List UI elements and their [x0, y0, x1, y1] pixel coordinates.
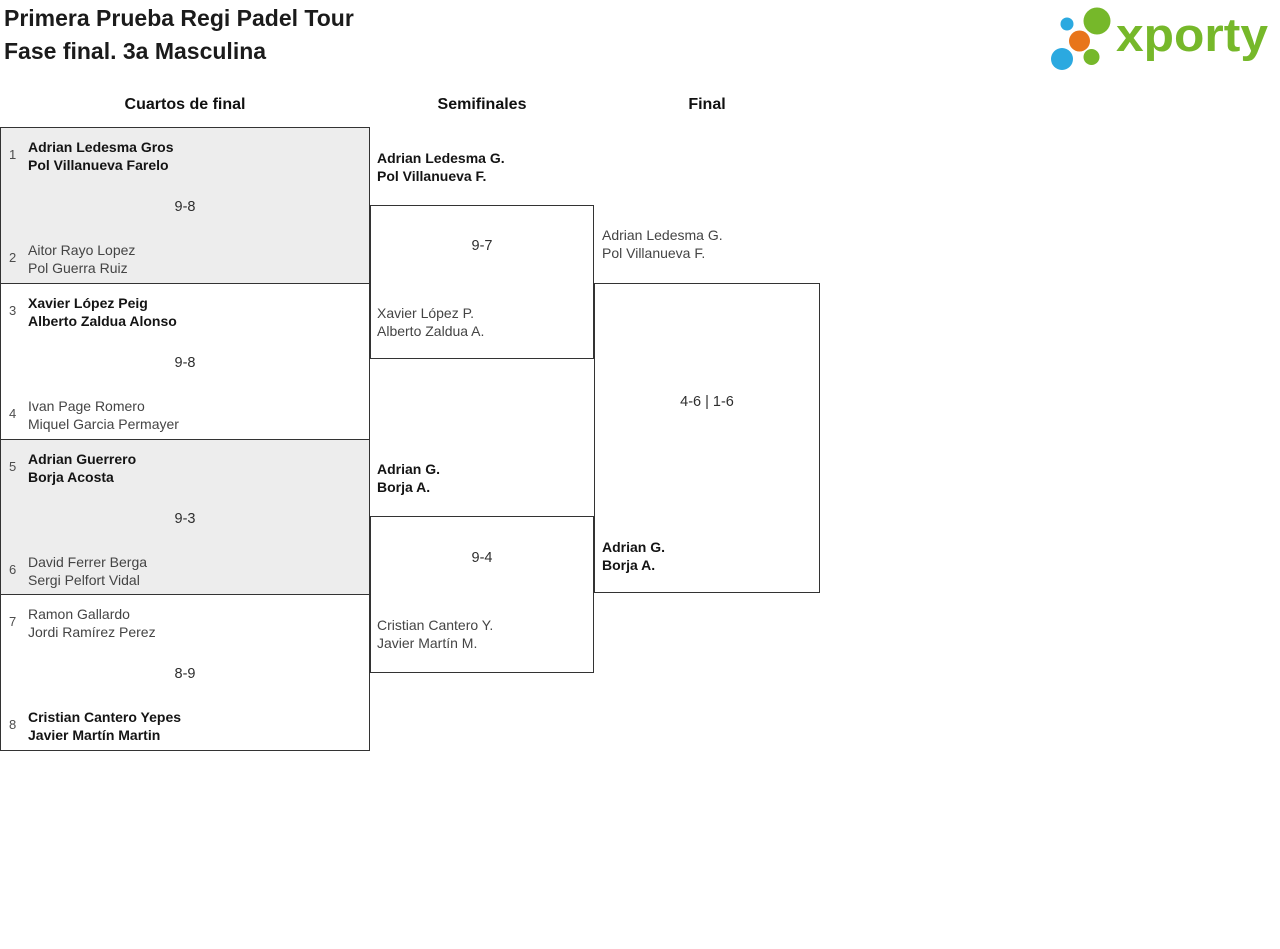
player-name: Aitor Rayo Lopez	[28, 242, 136, 258]
player-name: Jordi Ramírez Perez	[28, 624, 156, 641]
player-name: Pol Villanueva Farelo	[28, 157, 169, 173]
player-name: Pol Villanueva F.	[602, 245, 706, 261]
qf-match-4: 7 Ramon Gallardo Jordi Ramírez Perez 8-9…	[1, 595, 369, 750]
team-pair: Xavier López Peig Alberto Zaldua Alonso	[28, 294, 177, 330]
seed-number: 5	[9, 458, 17, 474]
player-name: Adrian Ledesma Gros	[28, 139, 174, 155]
team-pair: Adrian Ledesma Gros Pol Villanueva Farel…	[28, 138, 174, 174]
player-name: Borja Acosta	[28, 468, 114, 485]
player-name: Pol Guerra Ruiz	[28, 260, 128, 276]
page-subtitle: Fase final. 3a Masculina	[4, 38, 267, 64]
player-name: Adrian Ledesma G.	[377, 150, 505, 166]
seed-number: 6	[9, 561, 17, 577]
logo-dot-small-blue	[1060, 17, 1074, 31]
player-name: Ivan Page Romero	[28, 397, 145, 414]
player-name: Ramon Gallardo	[28, 606, 130, 623]
sf2-team-top: Adrian G. Borja A.	[377, 460, 440, 496]
player-name: Pol Villanueva F.	[377, 168, 487, 184]
xporty-logo[interactable]: xporty	[1046, 2, 1276, 72]
sf1-match-box	[370, 205, 594, 359]
player-name: Xavier López P.	[377, 305, 475, 321]
player-name: Borja A.	[377, 479, 431, 495]
player-name: Sergi Pelfort Vidal	[28, 571, 140, 588]
qf-match-2: 3 Xavier López Peig Alberto Zaldua Alons…	[1, 283, 369, 440]
team-pair: Adrian Guerrero Borja Acosta	[28, 450, 136, 486]
final-team-bottom: Adrian G. Borja A.	[602, 538, 665, 574]
final-match-box	[594, 283, 820, 593]
seed-number: 4	[9, 405, 17, 421]
logo-dot-large-blue	[1051, 48, 1073, 70]
column-header-semifinals: Semifinales	[437, 96, 527, 113]
sf2-match-box	[370, 516, 594, 673]
player-name: Adrian Guerrero	[28, 450, 137, 467]
player-name: Borja A.	[602, 557, 656, 573]
seed-number: 3	[9, 302, 17, 318]
match-score: 9-3	[174, 510, 196, 527]
player-name: Xavier López Peig	[28, 294, 148, 311]
player-name: Miquel Garcia Permayer	[28, 415, 179, 432]
team-pair: Ramon Gallardo Jordi Ramírez Perez	[28, 605, 156, 641]
page-title: Primera Prueba Regi Padel Tour	[4, 5, 354, 31]
seed-number: 1	[9, 147, 17, 162]
qf-match-3: 5 Adrian Guerrero Borja Acosta 9-3 6 Dav…	[1, 439, 369, 596]
player-name: Javier Martín M.	[377, 635, 478, 651]
team-pair: Aitor Rayo Lopez Pol Guerra Ruiz	[28, 241, 135, 277]
sf1-team-top: Adrian Ledesma G. Pol Villanueva F.	[377, 149, 505, 185]
player-name: Adrian G.	[377, 461, 441, 477]
seed-number: 7	[9, 614, 17, 630]
qf-match-1: 1 Adrian Ledesma Gros Pol Villanueva Far…	[1, 128, 369, 284]
player-name: Alberto Zaldua Alonso	[28, 312, 177, 329]
player-name: Adrian Ledesma G.	[602, 227, 723, 243]
player-name: Cristian Cantero Y.	[377, 617, 494, 633]
quarterfinals-column: 1 Adrian Ledesma Gros Pol Villanueva Far…	[0, 127, 370, 751]
column-header-final: Final	[688, 96, 726, 113]
seed-number: 2	[9, 250, 17, 265]
sf2-team-bottom: Cristian Cantero Y. Javier Martín M.	[377, 616, 493, 652]
logo-wordmark: xporty	[1116, 8, 1268, 61]
final-team-top: Adrian Ledesma G. Pol Villanueva F.	[602, 226, 723, 262]
column-header-quarterfinals: Cuartos de final	[124, 96, 246, 113]
seed-number: 8	[9, 717, 17, 733]
sf1-score: 9-7	[471, 238, 493, 254]
team-pair: Cristian Cantero Yepes Javier Martín Mar…	[28, 708, 181, 744]
final-score: 4-6 | 1-6	[680, 394, 734, 410]
match-score: 8-9	[174, 666, 196, 683]
sf2-score: 9-4	[471, 550, 493, 566]
player-name: Adrian G.	[602, 539, 666, 555]
logo-dot-small-green	[1083, 49, 1100, 65]
logo-dot-large-green	[1083, 7, 1111, 35]
player-name: Cristian Cantero Yepes	[28, 709, 182, 726]
logo-dot-orange	[1069, 30, 1090, 52]
sf1-team-bottom: Xavier López P. Alberto Zaldua A.	[377, 304, 484, 340]
match-score: 9-8	[174, 354, 196, 371]
team-pair: Ivan Page Romero Miquel Garcia Permayer	[28, 397, 179, 433]
player-name: Javier Martín Martin	[28, 727, 161, 744]
team-pair: David Ferrer Berga Sergi Pelfort Vidal	[28, 553, 147, 589]
match-score: 9-8	[174, 199, 196, 215]
player-name: David Ferrer Berga	[28, 553, 148, 570]
player-name: Alberto Zaldua A.	[377, 323, 485, 339]
